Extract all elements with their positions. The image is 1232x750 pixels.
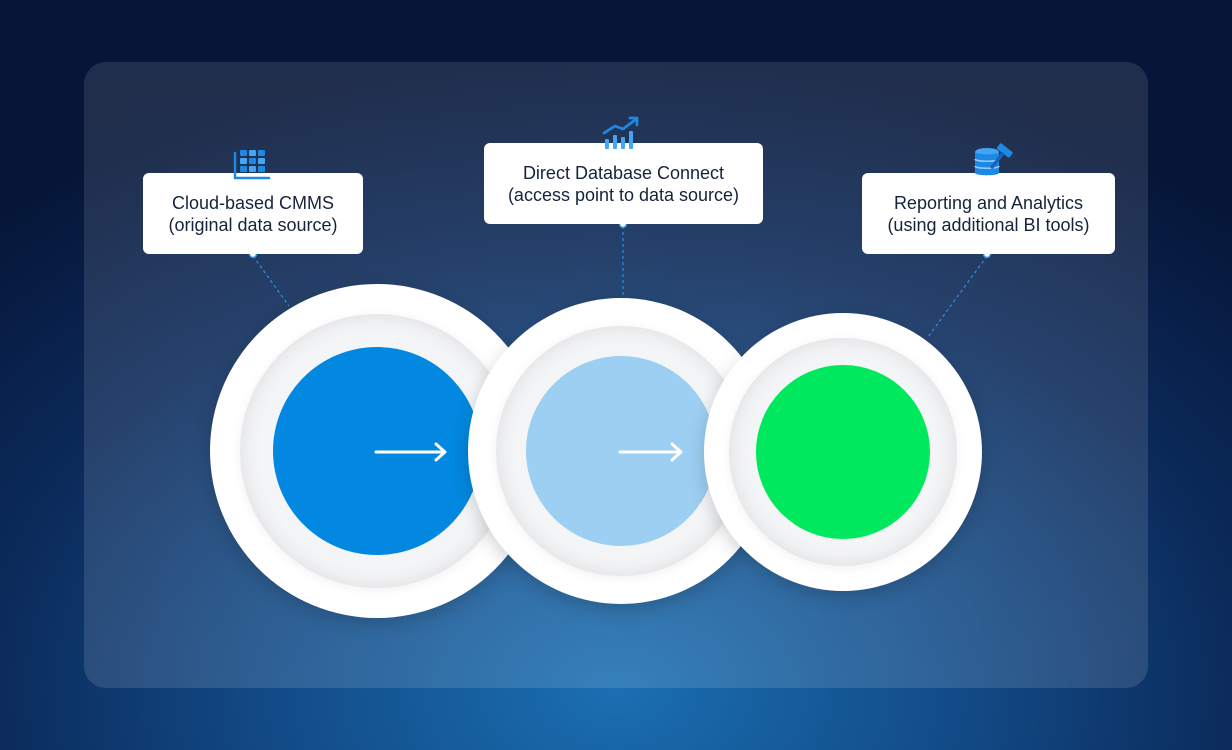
node-2-subtitle: (access point to data source): [507, 184, 740, 205]
node-2-label: Direct Database Connect (access point to…: [484, 143, 763, 224]
node-3-title: Reporting and Analytics: [893, 192, 1084, 213]
node-1-label: Cloud-based CMMS (original data source): [143, 173, 363, 254]
node-3-subtitle: (using additional BI tools): [887, 214, 1090, 235]
node-1-subtitle: (original data source): [168, 214, 338, 235]
node-2-title: Direct Database Connect: [522, 162, 725, 183]
trending-chart-icon: [602, 116, 639, 149]
connector-line-1: [248, 249, 290, 307]
arrow-1: [374, 442, 447, 462]
node-3-label: Reporting and Analytics (using additiona…: [862, 173, 1115, 254]
connector-line-2: [618, 219, 628, 298]
grid-icon: [233, 150, 271, 180]
database-hammer-icon: [974, 143, 1013, 176]
node-1-title: Cloud-based CMMS: [171, 192, 335, 213]
arrow-2: [618, 442, 683, 462]
node-3-core: [756, 365, 930, 539]
connector-line-3: [927, 249, 992, 338]
